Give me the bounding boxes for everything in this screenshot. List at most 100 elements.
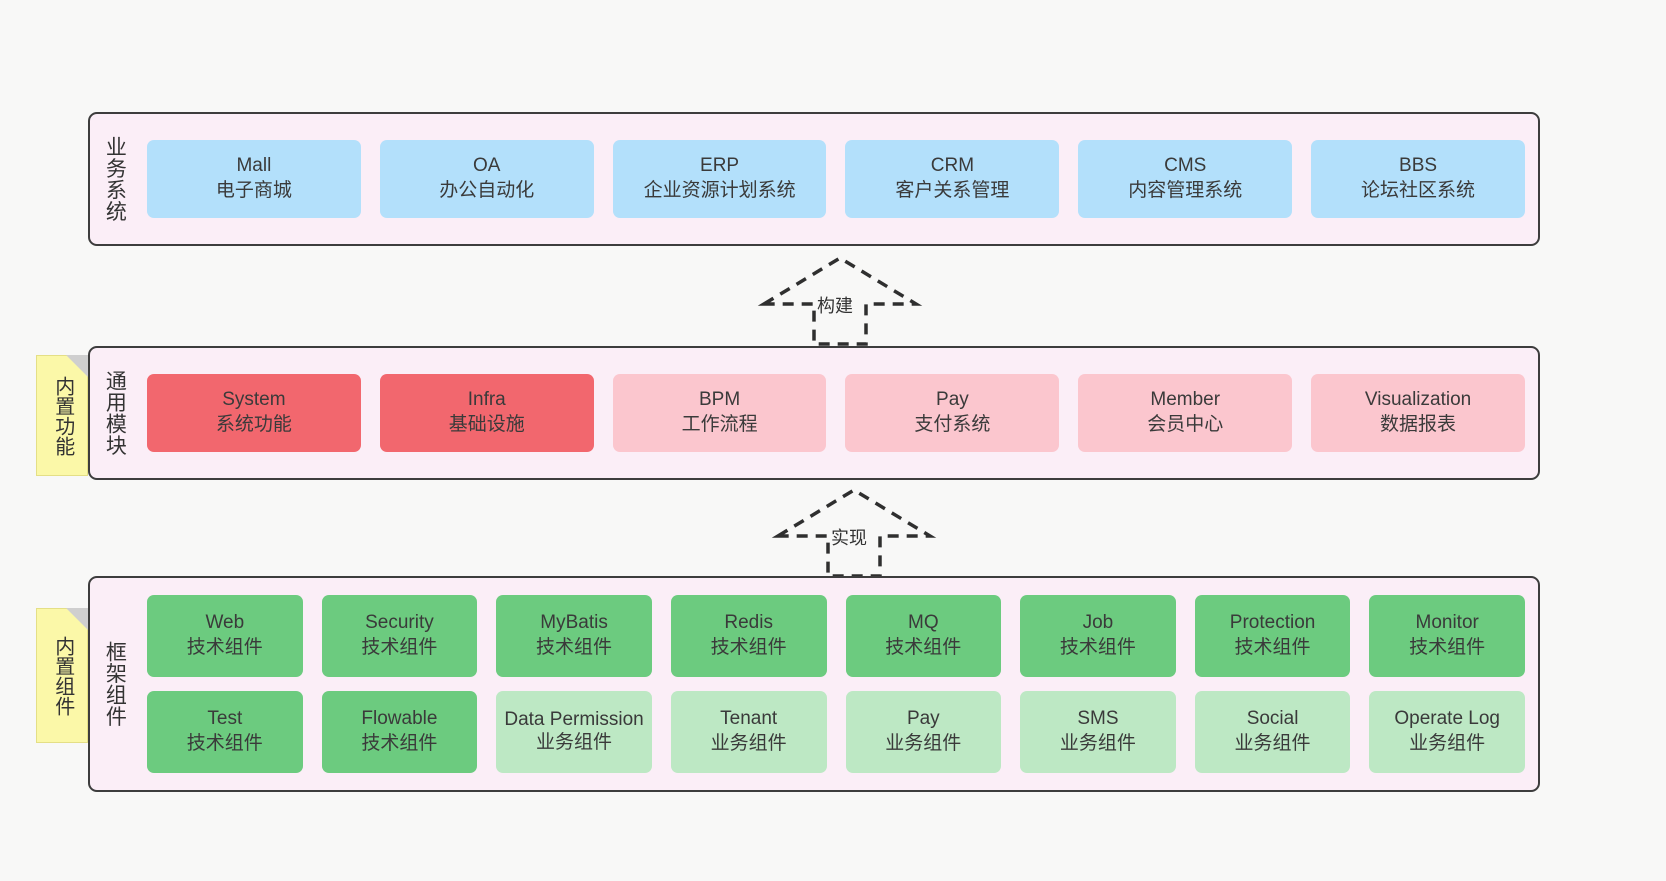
component-card-name: Infra (467, 389, 506, 411)
component-card[interactable]: Social 业务组件 (1194, 691, 1351, 773)
component-card-subtitle: 企业资源计划系统 (643, 180, 796, 201)
component-card[interactable]: Monitor 技术组件 (1369, 595, 1525, 677)
component-card-subtitle: 技术组件 (710, 637, 787, 658)
component-card[interactable]: CRM 客户关系管理 (845, 140, 1060, 218)
component-card-name: Tenant (720, 708, 778, 730)
component-card-name: CRM (930, 155, 975, 177)
component-card-name: Member (1150, 389, 1221, 411)
folded-corner-icon (66, 355, 88, 377)
component-card-subtitle: 业务组件 (1234, 733, 1311, 754)
note-tag-builtin-function: 内置功能 (36, 355, 88, 476)
component-card[interactable]: Mall 电子商城 (147, 140, 361, 218)
layer-business-systems-title: 业务系统 (103, 136, 127, 222)
component-card-name: Mall (236, 155, 272, 177)
component-card-name: BBS (1399, 155, 1438, 177)
component-card-name: CMS (1164, 155, 1207, 177)
component-card-subtitle: 技术组件 (1409, 637, 1486, 658)
component-card[interactable]: Member 会员中心 (1078, 374, 1293, 452)
component-card-name: System (222, 389, 286, 411)
component-card[interactable]: Operate Log 业务组件 (1369, 691, 1525, 773)
component-card-name: Web (205, 612, 245, 634)
note-tag-builtin-component-label: 内置组件 (51, 635, 74, 716)
component-card-subtitle: 技术组件 (361, 637, 438, 658)
component-card-subtitle: 数据报表 (1380, 414, 1457, 435)
component-card-name: Operate Log (1394, 708, 1500, 730)
component-card[interactable]: Test 技术组件 (147, 691, 303, 773)
component-card-subtitle: 工作流程 (681, 414, 758, 435)
folded-corner-icon (66, 608, 88, 630)
component-card-subtitle: 会员中心 (1147, 414, 1224, 435)
build-arrow-glyph (757, 255, 923, 346)
component-card[interactable]: ERP 企业资源计划系统 (612, 140, 827, 218)
component-card-subtitle: 基础设施 (448, 414, 525, 435)
component-card[interactable]: Redis 技术组件 (670, 595, 827, 677)
component-card[interactable]: Visualization 数据报表 (1311, 374, 1525, 452)
component-card[interactable]: Security 技术组件 (321, 595, 478, 677)
component-card-name: Monitor (1415, 612, 1479, 634)
component-card[interactable]: Flowable 技术组件 (321, 691, 478, 773)
component-card[interactable]: Web 技术组件 (147, 595, 303, 677)
component-card[interactable]: Pay 业务组件 (845, 691, 1002, 773)
component-card-subtitle: 技术组件 (186, 733, 263, 754)
component-card-subtitle: 支付系统 (914, 414, 991, 435)
note-tag-builtin-function-label: 内置功能 (51, 375, 74, 456)
note-tag-builtin-component: 内置组件 (36, 608, 88, 743)
component-card[interactable]: Tenant 业务组件 (670, 691, 827, 773)
implement-arrow-label: 实现 (831, 528, 867, 548)
build-arrow: 构建 (750, 252, 930, 348)
layer-common-modules-title: 通用模块 (103, 370, 127, 456)
component-card-name: MyBatis (540, 612, 608, 634)
component-card-subtitle: 业务组件 (1409, 733, 1486, 754)
component-card-name: Test (207, 708, 243, 730)
component-card-subtitle: 业务组件 (710, 733, 787, 754)
component-card-name: Redis (724, 612, 773, 634)
component-card[interactable]: Infra 基础设施 (379, 374, 594, 452)
component-card-name: Security (365, 612, 434, 634)
component-card[interactable]: BBS 论坛社区系统 (1311, 140, 1525, 218)
component-card[interactable]: BPM 工作流程 (612, 374, 827, 452)
component-card-subtitle: 业务组件 (536, 732, 613, 754)
build-arrow-label: 构建 (817, 296, 853, 316)
implement-arrow: 实现 (764, 484, 944, 580)
component-card-name: SMS (1077, 708, 1119, 730)
component-card-subtitle: 业务组件 (885, 733, 962, 754)
implement-arrow-glyph (771, 487, 937, 578)
component-card-name: Visualization (1364, 389, 1472, 411)
component-card-subtitle: 办公自动化 (439, 180, 535, 201)
component-card[interactable]: System 系统功能 (147, 374, 361, 452)
component-card-name: Protection (1229, 612, 1316, 634)
component-card-name: ERP (700, 155, 740, 177)
component-card-subtitle: 论坛社区系统 (1361, 180, 1476, 201)
component-card-name: Flowable (361, 708, 438, 730)
component-card-name: MQ (908, 612, 939, 634)
component-card[interactable]: MyBatis 技术组件 (496, 595, 652, 677)
component-card-subtitle: 电子商城 (215, 180, 292, 201)
component-card-subtitle: 技术组件 (186, 637, 263, 658)
component-card-name: Social (1246, 708, 1299, 730)
layer-framework-components-title: 框架组件 (103, 641, 127, 727)
component-card-name: BPM (698, 389, 741, 411)
component-card-subtitle: 系统功能 (215, 414, 292, 435)
component-card-subtitle: 客户关系管理 (895, 180, 1010, 201)
component-card-name: Pay (906, 708, 940, 730)
component-card-subtitle: 技术组件 (536, 637, 613, 658)
component-card-subtitle: 技术组件 (361, 733, 438, 754)
